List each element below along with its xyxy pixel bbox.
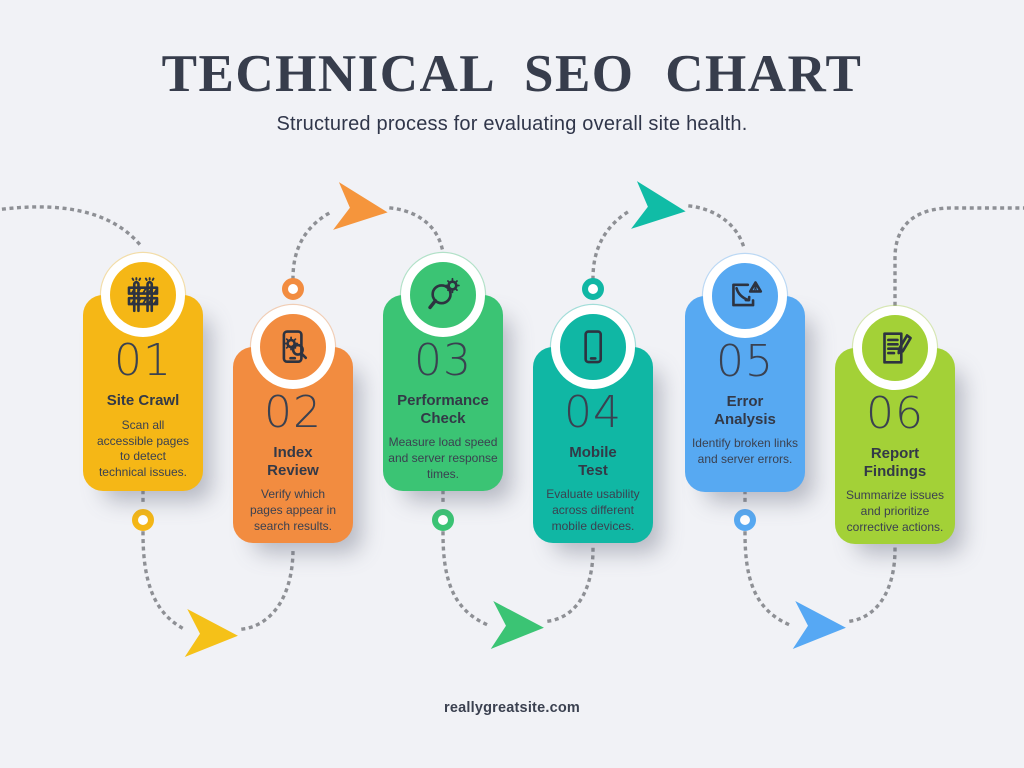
step-description: Verify which pages appear in search resu… xyxy=(249,487,337,534)
arrow-right-icon xyxy=(792,601,846,649)
step-number: 01 xyxy=(114,335,172,386)
flow-node-ring xyxy=(582,278,604,300)
flow-node-ring xyxy=(734,509,756,531)
step-card-site-crawl: 01 Site Crawl Scan all accessible pages … xyxy=(83,253,203,491)
flow-arrows xyxy=(184,181,846,657)
step-icon-badge xyxy=(101,253,185,337)
step-icon-badge xyxy=(853,306,937,390)
step-title: Mobile Test xyxy=(569,444,617,479)
step-description: Summarize issues and prioritize correcti… xyxy=(845,488,945,535)
step-icon-badge xyxy=(551,305,635,389)
step-card-error-analysis: 05 Error Analysis Identify broken links … xyxy=(685,254,805,492)
step-description: Evaluate usability across different mobi… xyxy=(546,487,640,534)
step-number: 06 xyxy=(866,388,924,439)
step-description: Identify broken links and server errors. xyxy=(691,436,799,467)
step-title: Index Review xyxy=(267,444,319,479)
step-icon-badge xyxy=(401,253,485,337)
error-chart-icon xyxy=(732,281,763,307)
step-description: Scan all accessible pages to detect tech… xyxy=(96,417,190,480)
dotted-connector-path xyxy=(0,204,1024,632)
step-card-mobile-test: 04 Mobile Test Evaluate usability across… xyxy=(533,305,653,543)
page-subtitle: Structured process for evaluating overal… xyxy=(276,113,748,135)
smartphone-icon xyxy=(584,330,603,364)
arrow-right-icon xyxy=(631,181,686,229)
step-title: Site Crawl xyxy=(106,392,180,409)
arrow-right-icon xyxy=(490,601,544,649)
magnifier-gear-icon xyxy=(428,277,460,310)
arrow-right-icon xyxy=(333,182,388,230)
flow-node-ring xyxy=(132,509,154,531)
step-number: 05 xyxy=(716,336,774,387)
phone-search-icon xyxy=(282,330,308,364)
step-icon-badge xyxy=(703,254,787,338)
barricade-icon xyxy=(127,277,159,313)
step-title: Error Analysis xyxy=(714,393,776,428)
arrow-right-icon xyxy=(184,609,238,657)
step-card-performance-check: 03 Performance Check Measure load speed … xyxy=(383,253,503,491)
step-description: Measure load speed and server response t… xyxy=(388,435,498,482)
flow-node-ring xyxy=(282,278,304,300)
report-pencil-icon xyxy=(883,332,912,364)
step-title: Performance Check xyxy=(397,392,489,427)
step-card-index-review: 02 Index Review Verify which pages appea… xyxy=(233,305,353,543)
step-number: 04 xyxy=(564,387,622,438)
page-title: TECHNICAL SEO CHART xyxy=(161,45,863,103)
header: TECHNICAL SEO CHART Structured process f… xyxy=(0,44,1024,136)
flow-node-rings xyxy=(132,278,756,531)
step-card-report-findings: 06 Report Findings Summarize issues and … xyxy=(835,306,955,544)
step-title: Report Findings xyxy=(863,445,927,480)
step-number: 03 xyxy=(414,335,472,386)
step-number: 02 xyxy=(264,387,322,438)
flow-node-ring xyxy=(432,509,454,531)
step-icon-badge xyxy=(251,305,335,389)
footer-website: reallygreatsite.com xyxy=(444,700,580,716)
